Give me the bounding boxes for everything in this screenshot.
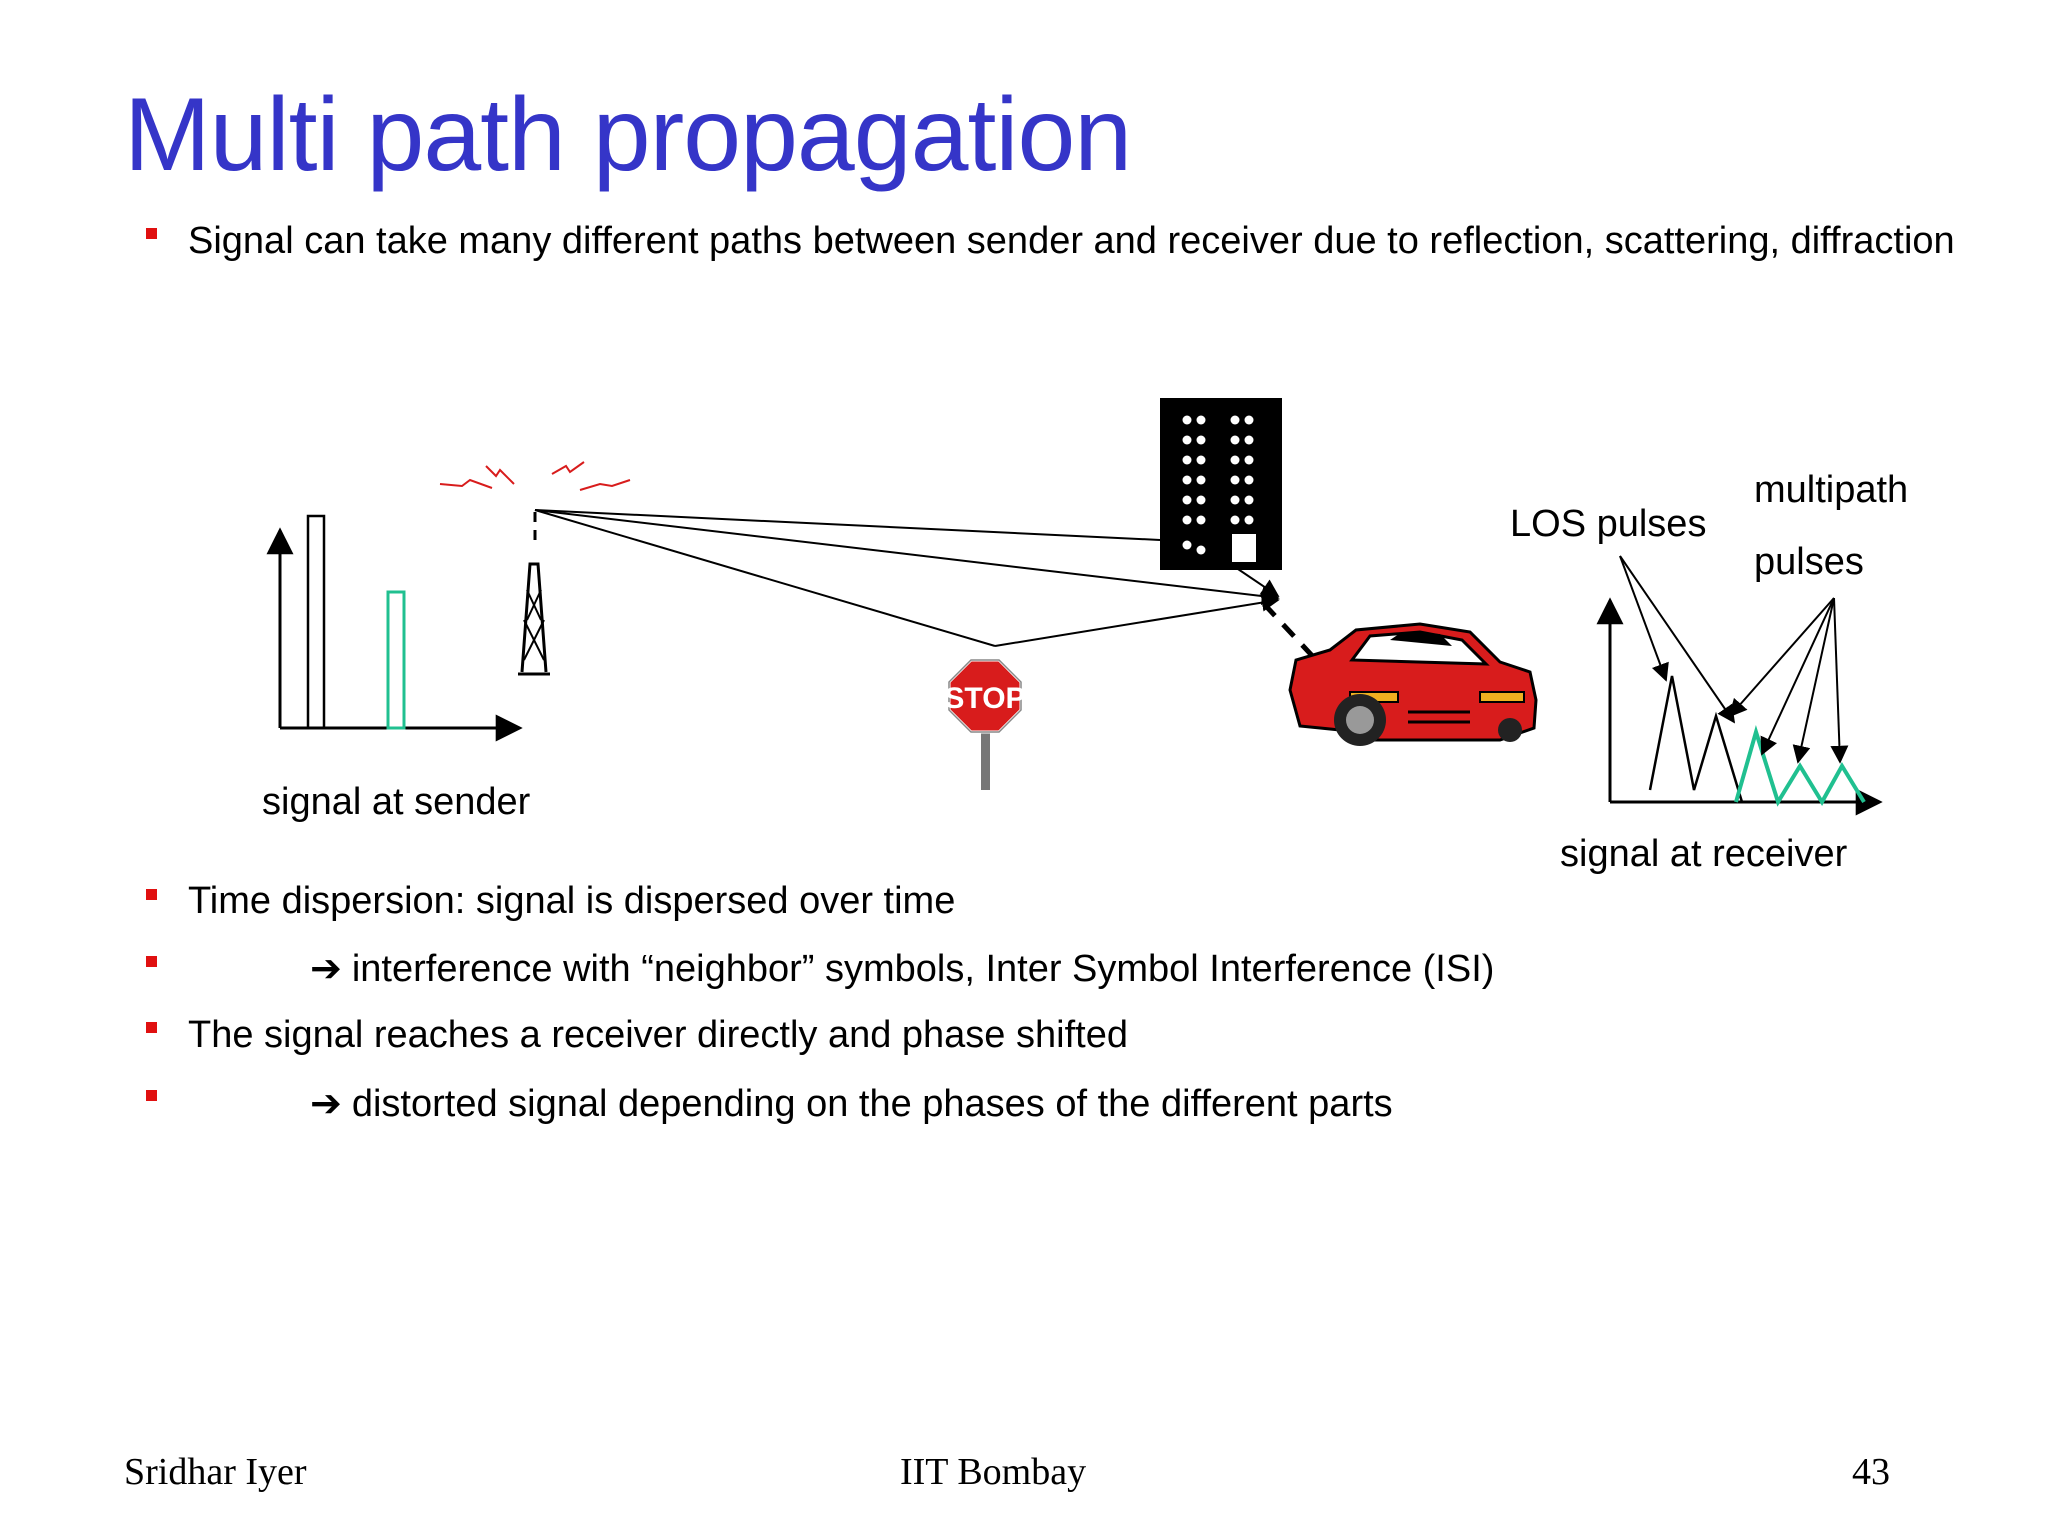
bullet-text: interference with “neighbor” symbols, In…: [351, 948, 1495, 990]
multipath-pulses: [1734, 725, 1866, 807]
multipath-label-line2: pulses: [1754, 541, 1864, 583]
bullet-marker: [146, 228, 157, 239]
bullet-marker: [146, 889, 157, 900]
antenna-tower-icon: [439, 461, 631, 676]
stop-sign-icon: STOP: [944, 658, 1026, 790]
bullet-marker: [146, 1090, 157, 1101]
bullet-text: Signal can take many different paths bet…: [188, 220, 1955, 262]
building-icon: [1160, 398, 1282, 570]
bullet-text: Time dispersion: signal is dispersed ove…: [188, 880, 956, 922]
slide-title: Multi path propagation: [124, 77, 1132, 193]
bullet-indented: ➔interference with “neighbor” symbols, I…: [310, 946, 1494, 991]
footer-page-number: 43: [1852, 1451, 1890, 1493]
bullet-text: distorted signal depending on the phases…: [351, 1083, 1393, 1125]
los-pulses-label: LOS pulses: [1510, 503, 1707, 545]
multipath-label-line1: multipath: [1754, 469, 1909, 511]
car-icon: [1288, 622, 1538, 746]
sender-pulse-green: [386, 590, 406, 730]
bullet-indented: ➔distorted signal depending on the phase…: [310, 1081, 1393, 1126]
receiver-signal-plot: [1596, 555, 1883, 816]
los-pulses: [1648, 675, 1744, 803]
bullet-text: The signal reaches a receiver directly a…: [188, 1014, 1128, 1056]
right-arrow-icon: ➔: [310, 946, 342, 990]
receiver-signal-label: signal at receiver: [1560, 833, 1848, 875]
stop-sign-text: STOP: [944, 682, 1025, 715]
propagation-paths: [534, 509, 1320, 664]
sender-signal-plot: [266, 514, 523, 742]
footer-author: Sridhar Iyer: [124, 1451, 307, 1493]
sender-pulse-black: [306, 514, 326, 730]
bullet-marker: [146, 956, 157, 967]
bullet-marker: [146, 1022, 157, 1033]
right-arrow-icon: ➔: [310, 1081, 342, 1125]
footer-institute: IIT Bombay: [900, 1451, 1087, 1493]
sender-signal-label: signal at sender: [262, 781, 531, 823]
